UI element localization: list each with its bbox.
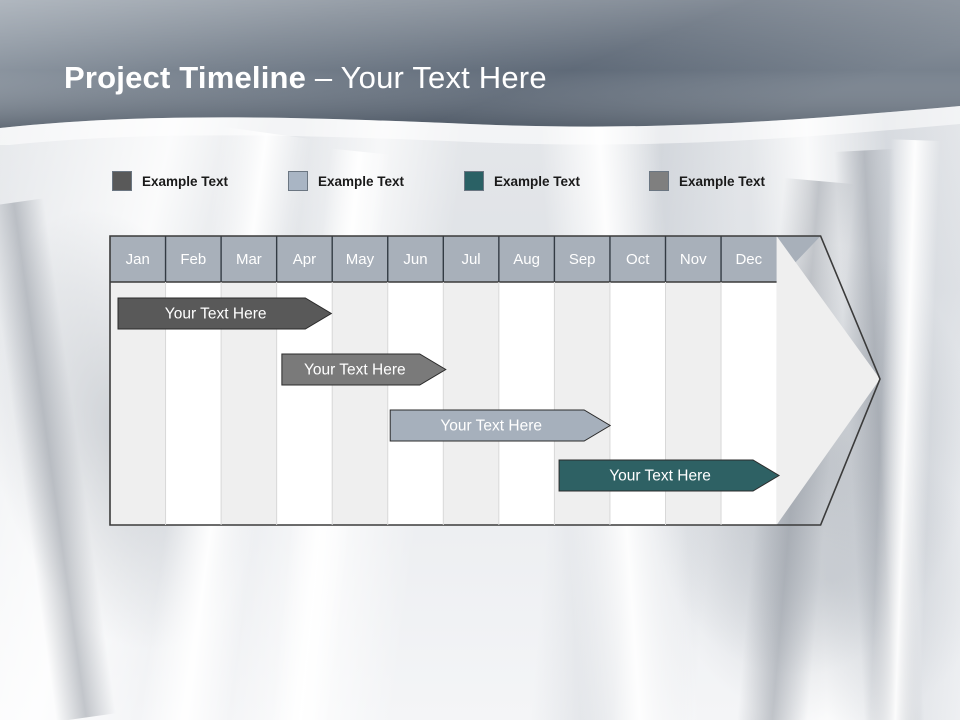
timeline-column-Jun xyxy=(387,282,444,525)
month-label-Oct[interactable]: Oct xyxy=(626,251,650,268)
timeline-bar-1[interactable]: Your Text Here xyxy=(117,297,333,330)
timeline-bar-shape xyxy=(389,409,612,442)
legend-item-label: Example Text xyxy=(142,173,229,189)
timeline-bar-label: Your Text Here xyxy=(609,468,711,485)
timeline-column-Jul xyxy=(443,282,499,525)
page-title-light: Your Text Here xyxy=(340,60,547,95)
month-label-Jan[interactable]: Jan xyxy=(126,251,150,268)
legend-swatch-icon xyxy=(288,171,308,191)
timeline-outer-arrow xyxy=(109,235,881,526)
legend-item-2[interactable]: Example Text xyxy=(288,168,404,194)
month-label-Apr[interactable]: Apr xyxy=(293,251,316,268)
page-title-dash: – xyxy=(306,60,341,95)
month-label-May[interactable]: May xyxy=(346,251,375,268)
legend-item-label: Example Text xyxy=(679,173,766,189)
timeline-bar-shape xyxy=(558,459,781,492)
header-band xyxy=(0,0,960,145)
legend-item-4[interactable]: Example Text xyxy=(649,168,765,194)
month-label-Aug[interactable]: Aug xyxy=(513,251,540,268)
month-label-Jul[interactable]: Jul xyxy=(461,251,480,268)
month-label-Mar[interactable]: Mar xyxy=(236,251,262,268)
legend-swatch-icon xyxy=(464,171,484,191)
legend-item-1[interactable]: Example Text xyxy=(112,168,228,194)
month-label-Dec[interactable]: Dec xyxy=(735,251,762,268)
timeline-bar-label: Your Text Here xyxy=(165,306,267,323)
timeline-chart: Jan Feb Mar Apr May Jun Jul Aug Sep Oct Nov Dec You… xyxy=(108,234,888,530)
legend-swatch-icon xyxy=(649,171,669,191)
timeline-arrow-tip-fill xyxy=(776,236,880,525)
legend-item-label: Example Text xyxy=(318,173,405,189)
legend-item-label: Example Text xyxy=(494,173,581,189)
legend: Example Text Example Text Example Text E… xyxy=(112,168,812,196)
month-label-Feb[interactable]: Feb xyxy=(180,251,206,268)
timeline-bar-4[interactable]: Your Text Here xyxy=(558,459,781,492)
timeline-bar-3[interactable]: Your Text Here xyxy=(389,409,612,442)
timeline-bar-2[interactable]: Your Text Here xyxy=(281,353,447,386)
timeline-bar-shape xyxy=(117,297,333,330)
timeline-bar-shape xyxy=(281,353,447,386)
timeline-column-Aug xyxy=(498,282,555,525)
legend-item-3[interactable]: Example Text xyxy=(464,168,580,194)
timeline-column-May xyxy=(332,282,388,525)
timeline-month-header: Jan Feb Mar Apr May Jun Jul Aug Sep Oct Nov Dec xyxy=(110,236,821,282)
timeline-bar-label: Your Text Here xyxy=(440,418,542,435)
month-label-Nov[interactable]: Nov xyxy=(680,251,707,268)
timeline-bar-label: Your Text Here xyxy=(304,362,406,379)
legend-swatch-icon xyxy=(112,171,132,191)
page-title-strong: Project Timeline xyxy=(64,60,307,95)
page-title: Project Timeline – Your Text Here xyxy=(64,60,547,96)
month-label-Jun[interactable]: Jun xyxy=(403,251,427,268)
month-label-Sep[interactable]: Sep xyxy=(569,251,596,268)
